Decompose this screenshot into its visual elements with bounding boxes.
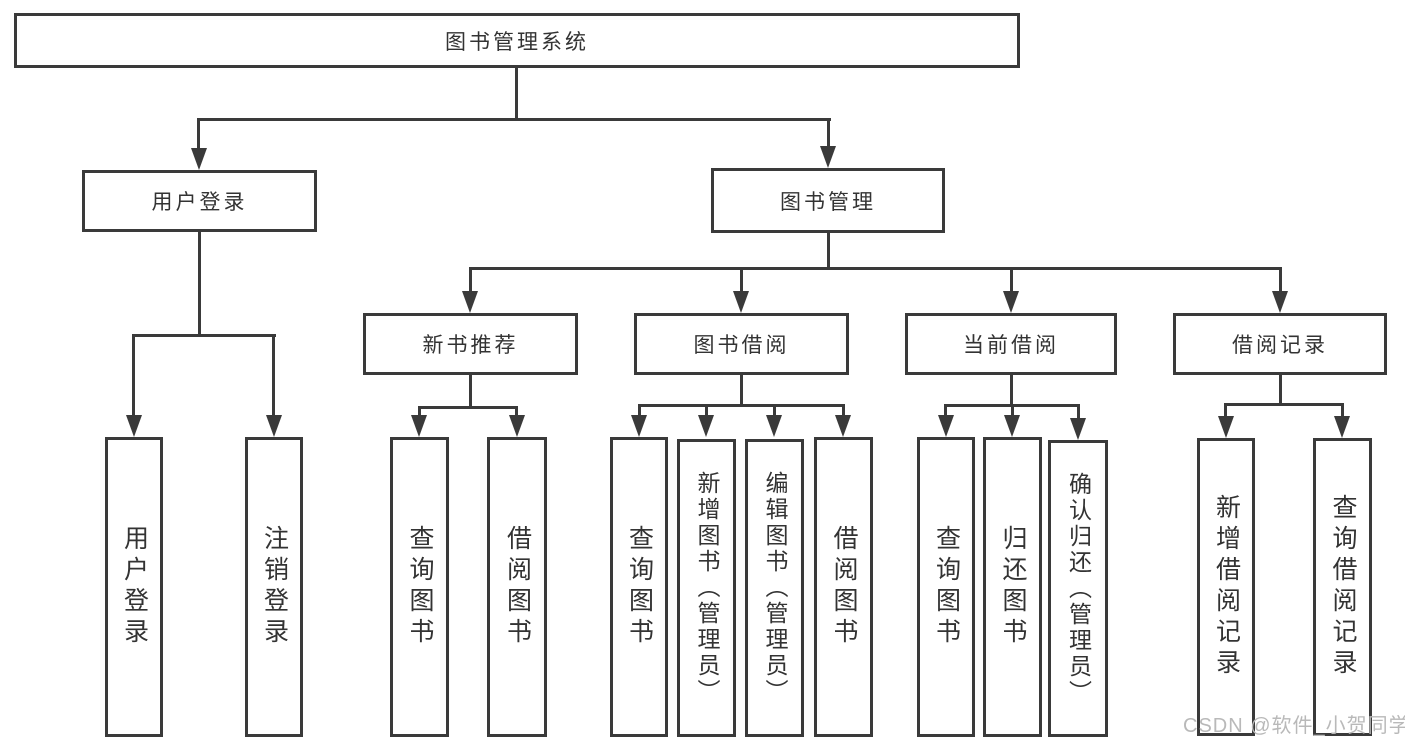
node-label: 借阅图书 — [503, 525, 532, 649]
arrow-down-icon — [1218, 416, 1234, 438]
connector-line — [469, 267, 1282, 270]
node-label: 用户登录 — [120, 525, 149, 649]
connector-line — [418, 406, 518, 409]
arrow-down-icon — [698, 415, 714, 437]
leaf-borrow-add-books-admin: 新增图书（管理员） — [677, 439, 736, 737]
connector-line — [132, 334, 135, 417]
connector-line — [1011, 404, 1014, 418]
connector-line — [1224, 403, 1227, 417]
node-label: 查询借阅记录 — [1329, 494, 1357, 680]
connector-line — [418, 406, 421, 418]
node-label: 用户登录 — [151, 191, 248, 214]
arrow-down-icon — [411, 415, 427, 437]
arrow-down-icon — [462, 291, 478, 313]
leaf-recommend-borrow-books: 借阅图书 — [487, 437, 547, 737]
node-current-borrowing: 当前借阅 — [905, 313, 1117, 375]
arrow-down-icon — [1004, 415, 1020, 437]
connector-line — [740, 375, 743, 406]
connector-line — [1010, 267, 1013, 293]
node-label: 图书管理系统 — [445, 30, 589, 54]
arrow-down-icon — [938, 415, 954, 437]
connector-line — [1279, 375, 1282, 405]
node-book-borrowing: 图书借阅 — [634, 313, 849, 375]
leaf-records-query-record: 查询借阅记录 — [1313, 438, 1372, 736]
connector-line — [515, 406, 518, 418]
node-borrowing-records: 借阅记录 — [1173, 313, 1387, 375]
connector-line — [198, 232, 201, 336]
arrow-down-icon — [631, 415, 647, 437]
node-label: 注销登录 — [260, 525, 289, 649]
node-label: 查询图书 — [625, 525, 654, 649]
connector-line — [1224, 403, 1344, 406]
node-label: 借阅记录 — [1232, 334, 1328, 357]
leaf-current-confirm-return-admin: 确认归还（管理员） — [1048, 440, 1108, 737]
arrow-down-icon — [1334, 416, 1350, 438]
connector-line — [469, 375, 472, 408]
node-label: 查询图书 — [406, 525, 434, 649]
arrow-down-icon — [126, 415, 142, 437]
arrow-down-icon — [835, 415, 851, 437]
connector-line — [944, 404, 947, 418]
connector-line — [638, 404, 641, 418]
csdn-watermark: CSDN @软件_小贺同学 — [1183, 715, 1405, 737]
node-label: 图书管理 — [780, 190, 876, 214]
arrow-down-icon — [266, 415, 282, 437]
leaf-user-login: 用户登录 — [105, 437, 163, 737]
leaf-current-return-books: 归还图书 — [983, 437, 1042, 737]
leaf-recommend-query-books: 查询图书 — [390, 437, 449, 737]
arrow-down-icon — [509, 415, 525, 437]
connector-line — [515, 68, 518, 120]
connector-line — [827, 233, 830, 269]
node-label: 编辑图书（管理员） — [762, 471, 788, 705]
connector-line — [197, 118, 831, 121]
leaf-current-query-books: 查询图书 — [917, 437, 975, 737]
leaf-records-add-record: 新增借阅记录 — [1197, 438, 1255, 736]
connector-line — [705, 404, 708, 418]
leaf-logout: 注销登录 — [245, 437, 303, 737]
connector-line — [842, 404, 845, 418]
arrow-down-icon — [1070, 418, 1086, 440]
connector-line — [197, 118, 200, 150]
arrow-down-icon — [1272, 291, 1288, 313]
node-label: 新书推荐 — [422, 334, 519, 357]
node-label: 归还图书 — [999, 525, 1027, 649]
connector-line — [272, 334, 275, 417]
leaf-borrow-edit-books-admin: 编辑图书（管理员） — [745, 439, 804, 737]
node-label: 确认归还（管理员） — [1065, 471, 1092, 706]
node-library-management-system: 图书管理系统 — [14, 13, 1020, 68]
connector-line — [638, 404, 844, 407]
leaf-borrow-query-books: 查询图书 — [610, 437, 668, 737]
arrow-down-icon — [766, 415, 782, 437]
node-label: 图书借阅 — [693, 334, 790, 357]
arrow-down-icon — [733, 291, 749, 313]
connector-line — [1077, 404, 1080, 420]
node-label: 新增图书（管理员） — [694, 471, 720, 705]
node-book-management: 图书管理 — [711, 168, 945, 233]
connector-line — [1341, 403, 1344, 417]
connector-line — [1279, 267, 1282, 293]
node-label: 当前借阅 — [963, 334, 1059, 357]
connector-line — [469, 267, 472, 293]
leaf-borrow-borrow-books: 借阅图书 — [814, 437, 873, 737]
node-new-book-recommend: 新书推荐 — [363, 313, 578, 375]
arrow-down-icon — [191, 148, 207, 170]
connector-line — [1010, 375, 1013, 406]
connector-line — [132, 334, 276, 337]
arrow-down-icon — [1003, 291, 1019, 313]
connector-line — [740, 267, 743, 293]
node-label: 借阅图书 — [830, 525, 858, 649]
node-label: 查询图书 — [932, 525, 961, 649]
connector-line — [827, 118, 830, 148]
node-label: 新增借阅记录 — [1212, 494, 1241, 680]
arrow-down-icon — [820, 146, 836, 168]
node-user-login: 用户登录 — [82, 170, 317, 232]
connector-line — [773, 404, 776, 418]
